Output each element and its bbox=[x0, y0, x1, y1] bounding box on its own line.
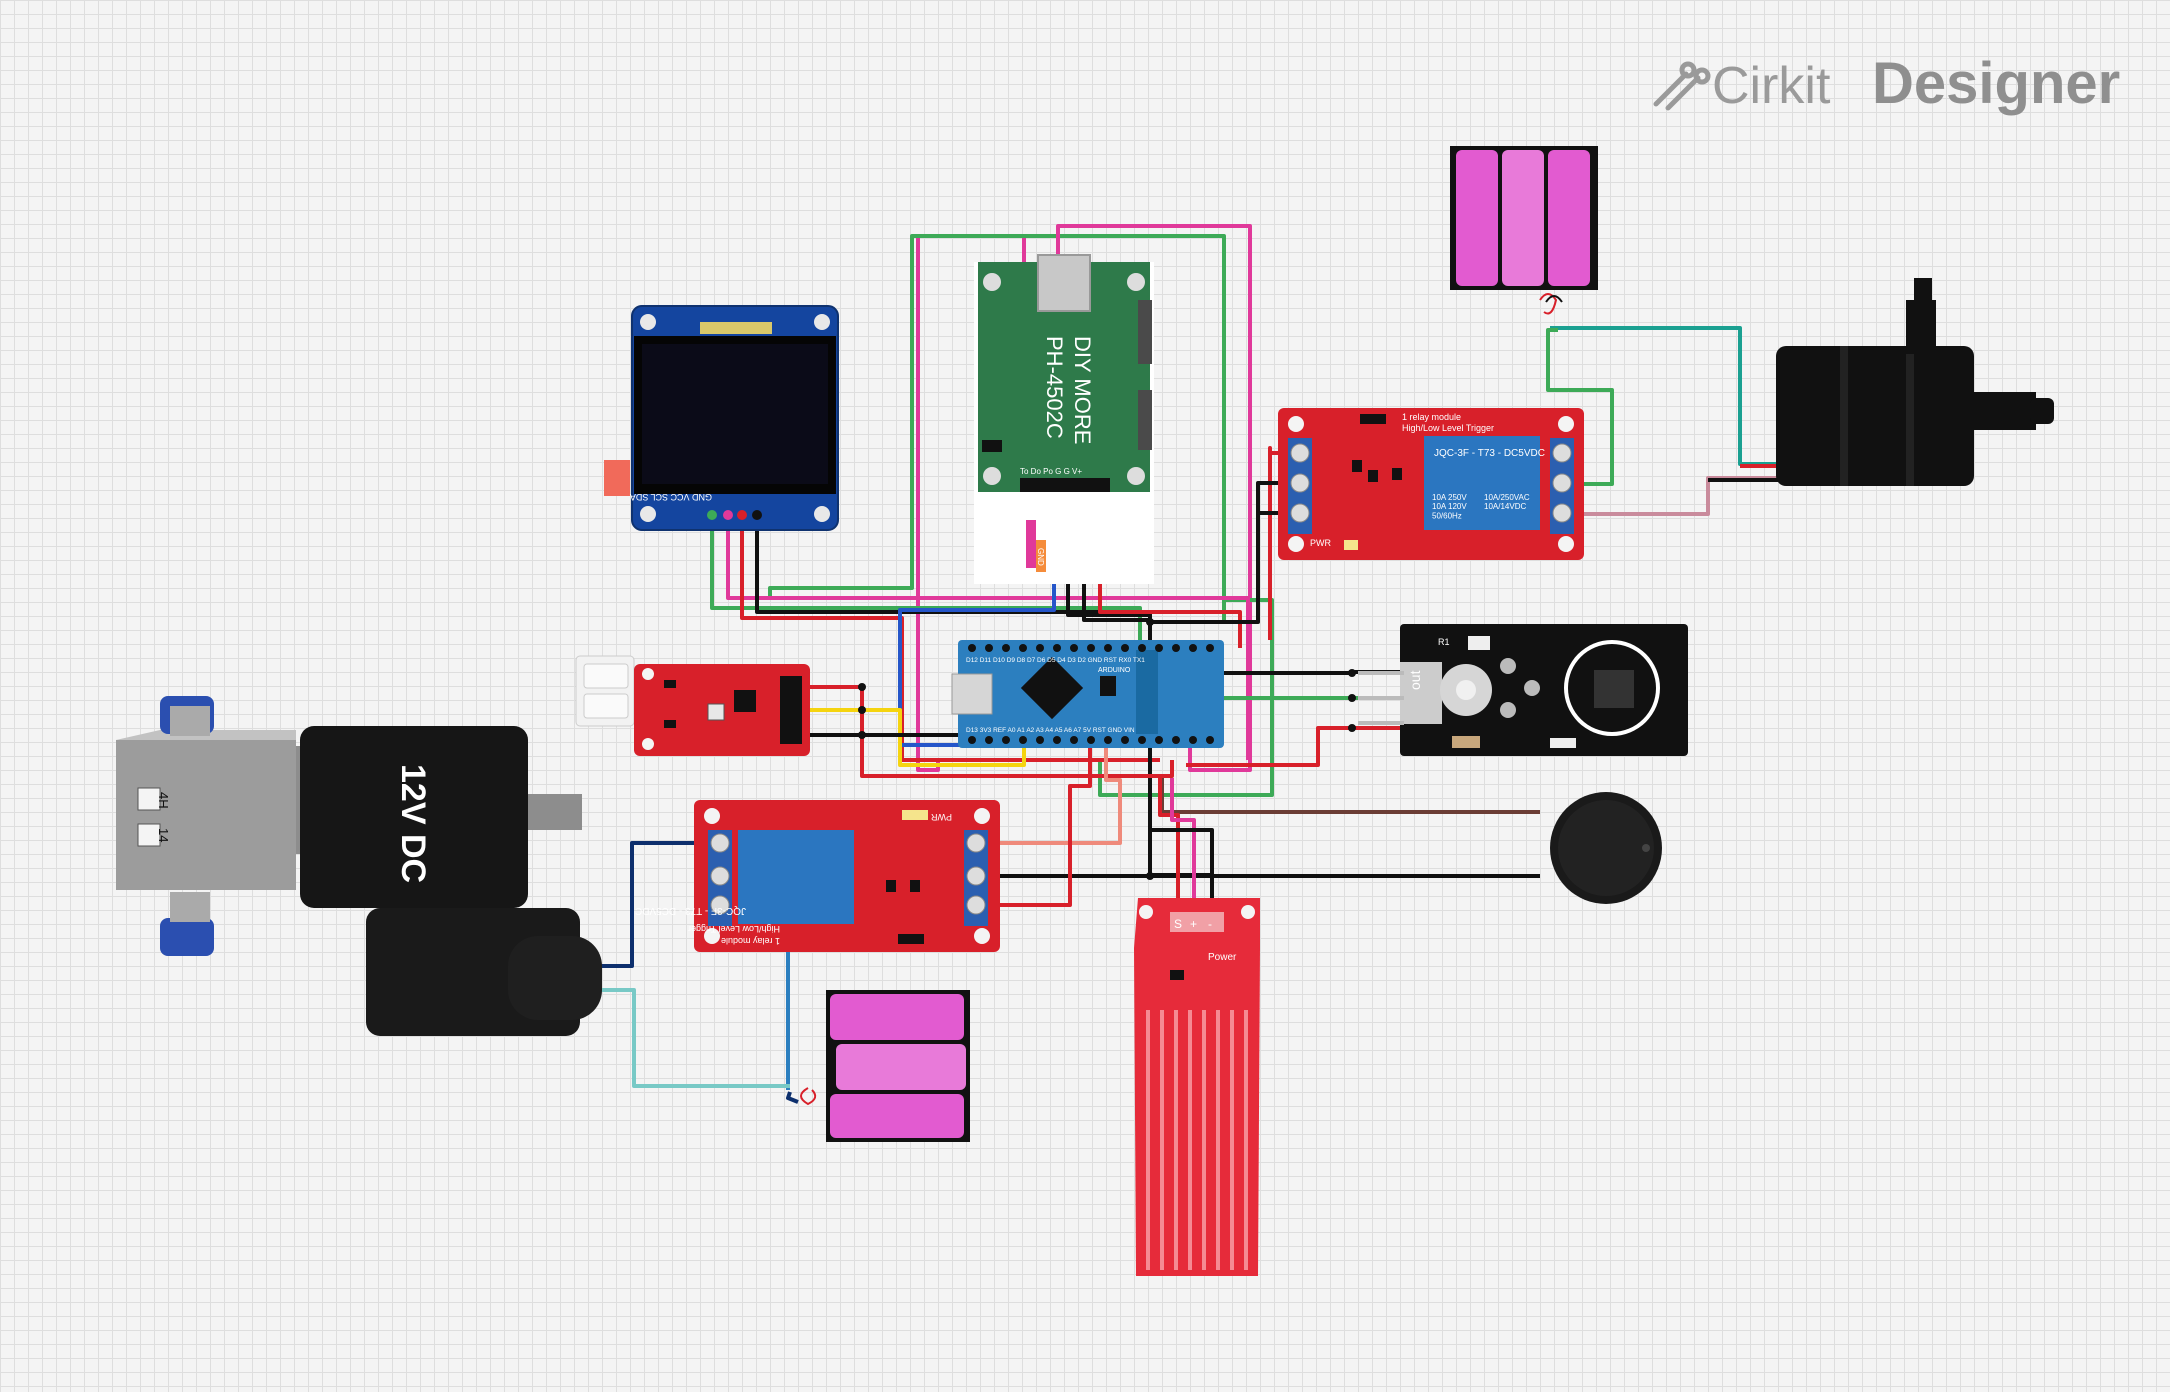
relay-bottom-pwr: PWR bbox=[931, 812, 952, 822]
wire-relay-bot-red[interactable] bbox=[990, 740, 1092, 907]
wire-sensor-yellow[interactable] bbox=[808, 708, 1026, 767]
ph-sensor-model: PH-4502C bbox=[1042, 336, 1067, 439]
arduino-nano[interactable]: D12 D11 D10 D9 D8 D7 D6 D5 D4 D3 D2 GND … bbox=[951, 640, 1224, 748]
brand-name-light: Cirkit bbox=[1712, 57, 1831, 115]
water-pin-s: S bbox=[1174, 917, 1182, 931]
ph-probe-module: GND bbox=[1026, 520, 1046, 572]
water-pump[interactable] bbox=[1776, 278, 2054, 486]
temp-label-r1: R1 bbox=[1438, 637, 1450, 647]
wire-battery-dark[interactable] bbox=[786, 1091, 799, 1104]
nano-label: ARDUINO bbox=[1098, 667, 1131, 674]
wire-relay-green-com[interactable] bbox=[1546, 328, 1614, 486]
svg-text:GND: GND bbox=[1036, 548, 1045, 566]
oled-pins-label: GND VCC SCL SDA bbox=[630, 492, 712, 502]
ph-sensor-pins: To Do Po G G V+ bbox=[1020, 467, 1082, 476]
temp-label-out: out bbox=[1407, 670, 1423, 690]
temperature-module[interactable]: out R1 bbox=[1358, 624, 1688, 756]
pump-icon bbox=[1776, 278, 2054, 486]
wire-oled-pink[interactable] bbox=[726, 515, 1250, 760]
cirkit-logo-icon bbox=[1653, 61, 1711, 111]
relay-bottom-part: JQC-3F - T73 - DC5VDC bbox=[635, 905, 746, 916]
wire-green-ph-loop[interactable] bbox=[768, 234, 1226, 620]
valve-tag-1: 4H bbox=[156, 792, 171, 809]
battery-pack-top[interactable] bbox=[1450, 146, 1598, 315]
solenoid-label: 12V DC bbox=[394, 764, 432, 883]
nano-bottom-header bbox=[968, 736, 1214, 744]
solenoid-valve[interactable]: 4H 14 12V DC bbox=[116, 696, 602, 1036]
wire-water-plus[interactable] bbox=[1170, 778, 1196, 900]
relay-top-title: 1 relay module bbox=[1402, 412, 1461, 422]
nano-top-labels: D12 D11 D10 D9 D8 D7 D6 D5 D4 D3 D2 GND … bbox=[966, 657, 1145, 664]
battery-pack-icon bbox=[1450, 146, 1598, 290]
relay-top-pwr: PWR bbox=[1310, 538, 1331, 548]
ph-sensor[interactable]: DIY MORE PH-4502C To Do Po G G V+ GND bbox=[974, 254, 1154, 584]
wire-relay-navy[interactable] bbox=[598, 841, 718, 968]
oled-pins bbox=[707, 510, 762, 520]
water-sensor-traces bbox=[1146, 1010, 1248, 1270]
wire-relay-bot-salmon[interactable] bbox=[990, 740, 1122, 845]
buzzer[interactable] bbox=[1550, 792, 1662, 904]
relay-top-subtitle: High/Low Level Trigger bbox=[1402, 423, 1494, 433]
water-level-sensor[interactable]: S + - Power bbox=[1134, 898, 1260, 1276]
current-sensor-board[interactable] bbox=[575, 655, 810, 756]
cirkit-logo: Cirkit Designer bbox=[1653, 51, 2120, 116]
brand-name-bold: Designer bbox=[1872, 51, 2120, 116]
wire-relay-teal-pump[interactable] bbox=[1550, 326, 1780, 466]
ph-sensor-brand: DIY MORE bbox=[1070, 336, 1095, 444]
valve-tag-2: 14 bbox=[156, 828, 171, 842]
relay-bottom-subtitle: High/Low Level Trigger bbox=[688, 924, 780, 934]
water-pin-minus: - bbox=[1208, 917, 1212, 931]
wire-water-s[interactable] bbox=[1158, 778, 1180, 900]
nano-top-header bbox=[968, 644, 1214, 652]
relay-bottom-title: 1 relay module bbox=[721, 936, 780, 946]
water-pin-plus: + bbox=[1190, 917, 1197, 931]
wire-sensor-red[interactable] bbox=[808, 685, 1174, 778]
wire-temp-red[interactable] bbox=[1186, 726, 1400, 767]
battery-pack-bottom[interactable] bbox=[800, 990, 970, 1142]
oled-display[interactable]: GND VCC SCL SDA bbox=[604, 305, 839, 531]
relay-module-bottom[interactable]: JQC-3F - T73 - DC5VDC 1 relay module Hig… bbox=[635, 800, 1000, 952]
nano-bottom-labels: D13 3V3 REF A0 A1 A2 A3 A4 A5 A6 A7 5V R… bbox=[966, 727, 1135, 734]
relay-top-part: JQC-3F - T73 - DC5VDC bbox=[1434, 448, 1545, 459]
wire-solenoid-lightblue[interactable] bbox=[598, 988, 790, 1088]
water-power-label: Power bbox=[1208, 952, 1237, 963]
buzzer-icon bbox=[1550, 792, 1662, 904]
relay-module-top[interactable]: 1 relay module High/Low Level Trigger JQ… bbox=[1278, 408, 1584, 560]
wire-relay-top-black[interactable] bbox=[1150, 481, 1296, 624]
wire-water-minus[interactable] bbox=[1148, 828, 1214, 900]
